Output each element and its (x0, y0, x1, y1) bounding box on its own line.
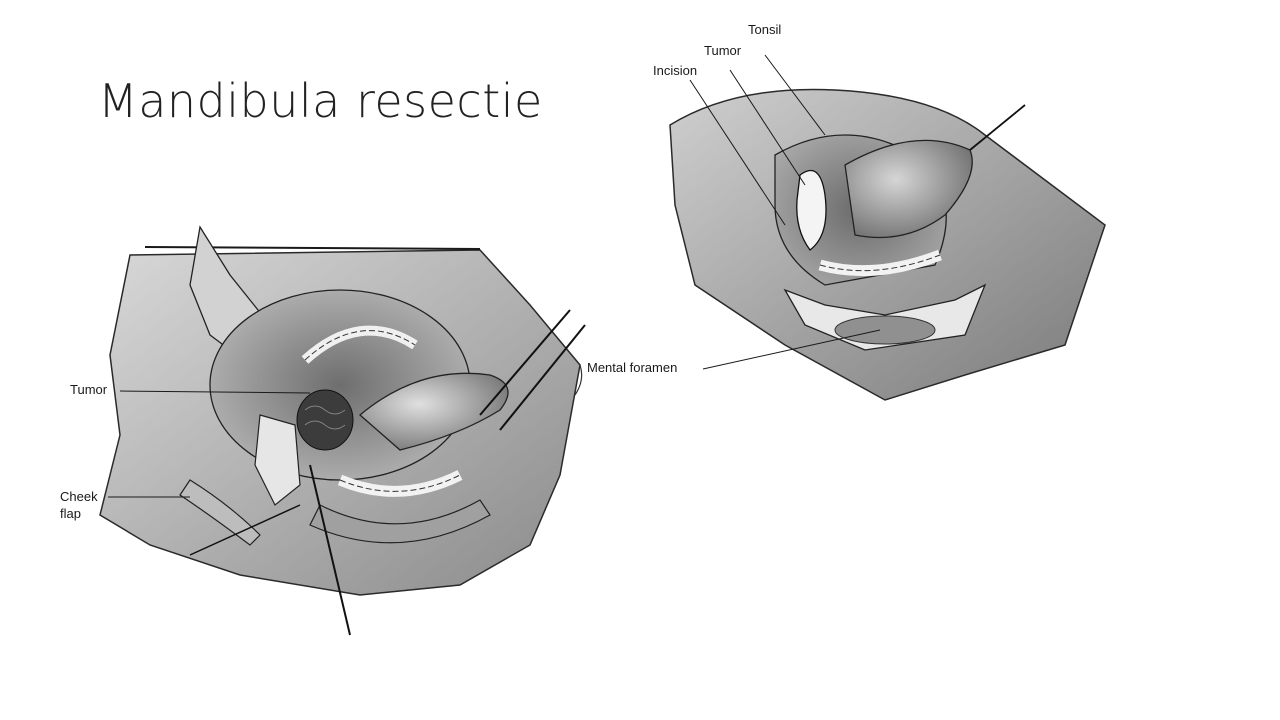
label-cheek-flap: Cheek flap (60, 489, 98, 521)
label-tumor-left: Tumor (70, 382, 108, 397)
label-incision: Incision (653, 63, 698, 78)
label-tumor-right: Tumor (704, 43, 742, 58)
left-surgical-illustration: Tumor Cheek flap (60, 215, 620, 655)
label-mental-foramen: Mental foramen (587, 360, 678, 375)
label-tonsil: Tonsil (748, 22, 782, 37)
slide-title: Mandibula resectie (98, 74, 543, 128)
right-illustration-drawing (669, 54, 1106, 401)
left-illustration-drawing (99, 225, 586, 636)
right-surgical-illustration: Tonsil Tumor Incision Mental foramen (585, 15, 1145, 415)
